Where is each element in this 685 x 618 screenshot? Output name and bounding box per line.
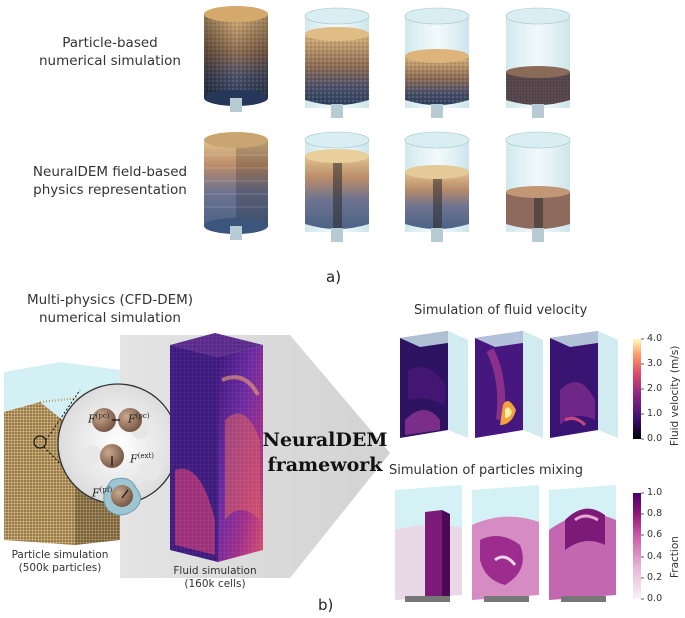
framework-line: NeuralDEM bbox=[262, 429, 388, 451]
mixing-tick-label: 0.8 bbox=[647, 508, 663, 519]
mixing-colorbar-title: Fraction bbox=[669, 536, 681, 578]
velocity-panel-1 bbox=[400, 331, 468, 438]
mixing-tick-label: 0.4 bbox=[647, 551, 663, 562]
caption-line: Particle simulation bbox=[11, 549, 109, 561]
neuraldem-framework-label: NeuralDEM framework bbox=[262, 428, 388, 478]
force-superscript: ext bbox=[140, 452, 152, 460]
framework-line: framework bbox=[267, 454, 383, 476]
mixing-panel-1 bbox=[395, 485, 462, 602]
particle-cylinder-1 bbox=[204, 6, 268, 112]
fluid-velocity-title: Simulation of fluid velocity bbox=[414, 303, 588, 318]
row-label-line: numerical simulation bbox=[39, 53, 181, 69]
force-superscript: pc bbox=[98, 412, 107, 420]
velocity-colorbar-ticks bbox=[641, 338, 644, 440]
multi-physics-title: Multi-physics (CFD-DEM) numerical simula… bbox=[10, 291, 210, 327]
velocity-tick-label: 2.0 bbox=[647, 383, 663, 394]
caption-line: (160k cells) bbox=[184, 578, 246, 590]
velocity-panel-2 bbox=[475, 331, 543, 438]
field-cylinder-1 bbox=[204, 132, 268, 240]
mixing-tick-label: 0.6 bbox=[647, 529, 663, 540]
velocity-tick-label: 4.0 bbox=[647, 333, 663, 344]
caption-line: (500k particles) bbox=[18, 562, 102, 574]
field-cylinder-4 bbox=[505, 131, 571, 242]
velocity-tick-label: 0.0 bbox=[647, 433, 663, 444]
force-superscript: pc bbox=[138, 412, 147, 420]
mixing-title: Simulation of particles mixing bbox=[389, 463, 584, 478]
field-cylinder-2 bbox=[304, 131, 370, 242]
mixing-tick-label: 0.2 bbox=[647, 572, 663, 583]
caption-line: Fluid simulation bbox=[173, 565, 257, 577]
velocity-tick-label: 3.0 bbox=[647, 358, 663, 369]
title-line: numerical simulation bbox=[39, 310, 181, 326]
fluid-sim-caption: Fluid simulation (160k cells) bbox=[160, 565, 270, 591]
panel-letter-b: b) bbox=[318, 596, 334, 614]
mixing-panel-3 bbox=[549, 485, 616, 602]
panel-letter-a: a) bbox=[326, 268, 342, 286]
force-label-pf: F(pf) bbox=[92, 486, 113, 500]
mixing-tick-label: 0.0 bbox=[647, 593, 663, 604]
field-cylinder-3 bbox=[404, 131, 470, 242]
force-label-pc-2: F(pc) bbox=[128, 412, 150, 426]
row-label-line: Particle-based bbox=[62, 35, 158, 51]
velocity-colorbar-title: Fluid velocity (m/s) bbox=[669, 345, 681, 446]
row-label-neuraldem: NeuralDEM field-based physics representa… bbox=[20, 163, 200, 199]
force-label-pc-1: F(pc) bbox=[88, 412, 110, 426]
force-label-ext: F(ext) bbox=[130, 452, 155, 466]
particle-cylinder-2 bbox=[304, 7, 370, 118]
title-line: Multi-physics (CFD-DEM) bbox=[26, 292, 194, 308]
mixing-tick-label: 1.0 bbox=[647, 487, 663, 498]
row-label-particle-sim: Particle-based numerical simulation bbox=[20, 34, 200, 70]
velocity-tick-label: 1.0 bbox=[647, 408, 663, 419]
row-label-line: physics representation bbox=[33, 182, 187, 198]
row-label-line: NeuralDEM field-based bbox=[32, 164, 188, 180]
particle-sim-caption: Particle simulation (500k particles) bbox=[0, 549, 120, 575]
fluid-block bbox=[170, 333, 263, 562]
mixing-colorbar bbox=[633, 493, 641, 599]
force-superscript: pf bbox=[102, 486, 110, 494]
velocity-colorbar bbox=[633, 339, 641, 439]
velocity-panel-3 bbox=[550, 331, 618, 438]
particle-cylinder-4 bbox=[505, 7, 571, 118]
particle-cylinder-3 bbox=[404, 7, 470, 118]
mixing-colorbar-ticks bbox=[641, 492, 644, 600]
force-zoom-circle bbox=[57, 383, 179, 516]
mixing-panel-2 bbox=[472, 485, 539, 602]
